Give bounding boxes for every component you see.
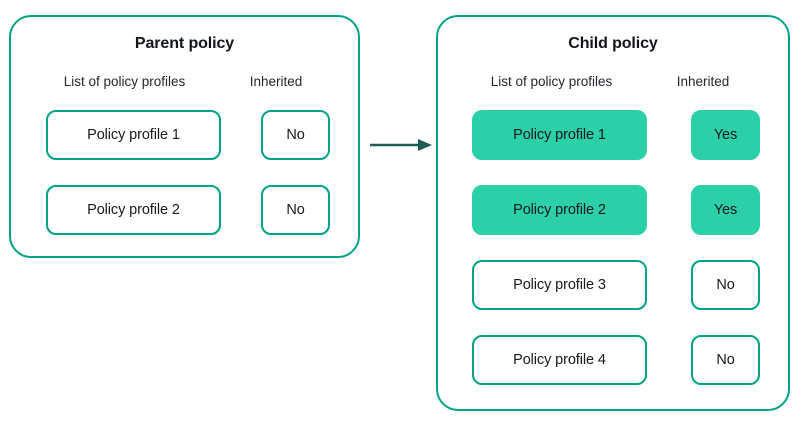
child-header-profiles: List of policy profiles (490, 74, 613, 89)
parent-header-profiles: List of policy profiles (63, 74, 186, 89)
table-row: Policy profile 2 Yes (438, 185, 788, 235)
child-inherited-cell-3: No (691, 260, 760, 310)
parent-inherited-cell-2: No (261, 185, 330, 235)
child-inherited-cell-1: Yes (691, 110, 760, 160)
parent-header-inherited: Inherited (249, 74, 303, 89)
parent-column-headers: List of policy profiles Inherited (11, 74, 358, 94)
child-rows: Policy profile 1 Yes Policy profile 2 Ye… (438, 110, 788, 385)
child-header-inherited: Inherited (676, 74, 730, 89)
table-row: Policy profile 4 No (438, 335, 788, 385)
table-row: Policy profile 2 No (11, 185, 358, 235)
parent-policy-title: Parent policy (134, 35, 235, 52)
table-row: Policy profile 1 Yes (438, 110, 788, 160)
child-policy-panel: Child policy List of policy profiles Inh… (436, 15, 790, 411)
parent-inherited-cell-1: No (261, 110, 330, 160)
child-profile-cell-4[interactable]: Policy profile 4 (472, 335, 647, 385)
arrow-right-icon (370, 139, 432, 151)
child-profile-cell-3[interactable]: Policy profile 3 (472, 260, 647, 310)
table-row: Policy profile 1 No (11, 110, 358, 160)
table-row: Policy profile 3 No (438, 260, 788, 310)
child-inherited-cell-2: Yes (691, 185, 760, 235)
parent-rows: Policy profile 1 No Policy profile 2 No (11, 110, 358, 235)
child-profile-cell-1[interactable]: Policy profile 1 (472, 110, 647, 160)
child-policy-title: Child policy (568, 35, 658, 52)
parent-policy-panel: Parent policy List of policy profiles In… (9, 15, 360, 258)
parent-profile-cell-2[interactable]: Policy profile 2 (46, 185, 221, 235)
child-column-headers: List of policy profiles Inherited (438, 74, 788, 94)
parent-profile-cell-1[interactable]: Policy profile 1 (46, 110, 221, 160)
child-profile-cell-2[interactable]: Policy profile 2 (472, 185, 647, 235)
child-inherited-cell-4: No (691, 335, 760, 385)
